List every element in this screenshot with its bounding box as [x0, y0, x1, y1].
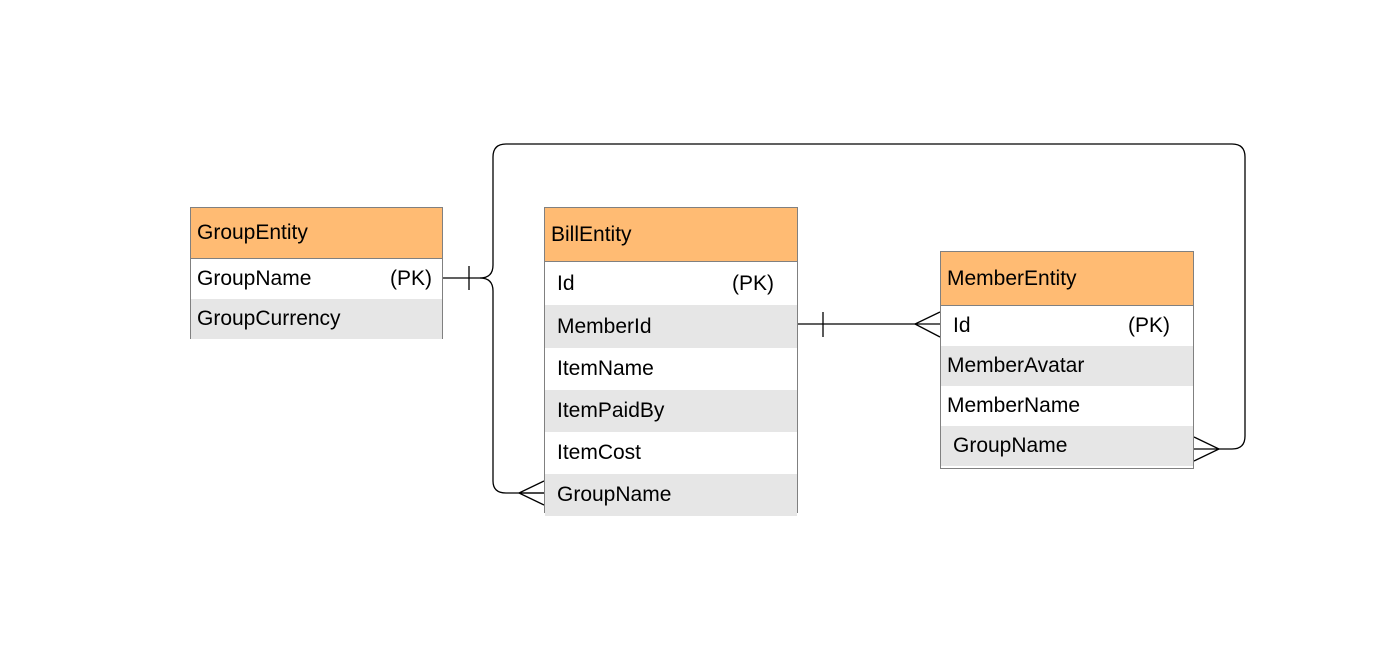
field-row: Id (PK) [941, 306, 1193, 346]
entity-bill: BillEntity Id (PK) MemberId ItemName Ite… [544, 207, 798, 516]
entity-header: BillEntity [545, 208, 797, 262]
entity-member: MemberEntity Id (PK) MemberAvatar Member… [940, 251, 1194, 469]
field-name: Id [953, 314, 971, 337]
field-row: ItemPaidBy [545, 390, 797, 432]
many-marker-member-groupname [1193, 436, 1221, 462]
connector-group-to-member [479, 143, 1246, 450]
primary-key-label: (PK) [390, 267, 432, 290]
field-name: GroupName [953, 434, 1068, 457]
field-row: GroupCurrency [191, 299, 442, 339]
field-name: MemberName [947, 394, 1081, 417]
field-name: MemberAvatar [947, 354, 1085, 377]
entity-title: MemberEntity [947, 266, 1077, 290]
many-marker-bill-groupname [517, 480, 545, 506]
entity-title: GroupEntity [197, 221, 308, 244]
field-name: ItemCost [557, 441, 642, 464]
field-row: GroupName [545, 474, 797, 516]
field-name: GroupName [197, 267, 312, 290]
primary-key-label: (PK) [1128, 314, 1170, 337]
field-name: ItemPaidBy [557, 399, 665, 422]
primary-key-label: (PK) [732, 271, 774, 295]
connector-group-to-bill [443, 277, 544, 494]
field-name: MemberId [557, 314, 652, 338]
field-row: GroupName [941, 426, 1193, 466]
field-row: Id (PK) [545, 262, 797, 305]
field-row: MemberAvatar [941, 346, 1193, 386]
field-name: GroupName [557, 483, 672, 506]
field-name: Id [557, 271, 575, 295]
entity-group: GroupEntity GroupName (PK) GroupCurrency [190, 207, 443, 339]
field-name: ItemName [557, 357, 654, 380]
field-row: MemberId [545, 305, 797, 348]
entity-title: BillEntity [551, 222, 632, 246]
field-row: MemberName [941, 386, 1193, 426]
field-row: ItemName [545, 348, 797, 390]
field-name: GroupCurrency [197, 307, 341, 330]
field-row: ItemCost [545, 432, 797, 474]
field-row: GroupName (PK) [191, 259, 442, 299]
entity-header: MemberEntity [941, 252, 1193, 306]
entity-header: GroupEntity [191, 208, 442, 259]
many-marker-member-id [913, 311, 941, 338]
